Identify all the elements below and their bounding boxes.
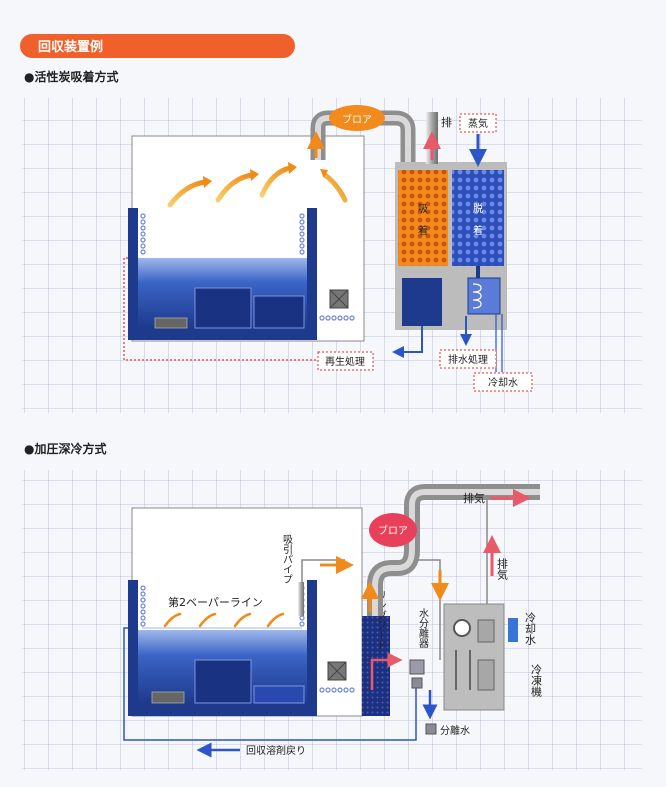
tank2-bottom-coil xyxy=(319,687,355,693)
condenser-2 xyxy=(477,619,495,643)
adsorb-bed xyxy=(398,170,448,266)
tank1-right-wall xyxy=(307,208,317,340)
desorb-label-2: 着 xyxy=(473,224,483,237)
suction-line xyxy=(301,559,345,582)
fume-arrows-1 xyxy=(167,165,348,208)
separated-water-tank xyxy=(425,723,437,735)
tank2-inner-box-1 xyxy=(194,659,252,704)
ring-hood-flow xyxy=(370,652,403,690)
cooling-label-1: 冷却水 xyxy=(488,376,518,389)
tank2-left-wall xyxy=(128,580,138,716)
compressor-icon xyxy=(453,619,471,637)
regen-flow xyxy=(392,326,423,358)
refrigeration-unit xyxy=(443,603,505,711)
desorb-bed xyxy=(452,170,504,266)
tank1-cooling-coils xyxy=(140,213,305,255)
section1-title: ●活性炭吸着方式 xyxy=(24,70,119,84)
return-label: 回収溶剤戻り xyxy=(246,744,306,757)
separated-water-label: 分離水 xyxy=(440,724,470,737)
tank1-workpiece xyxy=(154,317,188,329)
refrigerator-label: 冷凍機 xyxy=(530,664,543,698)
blower-2 xyxy=(369,513,417,547)
condenser-coil-1 xyxy=(472,283,482,309)
tank1-inner-box-1 xyxy=(194,287,252,329)
suction-pipe xyxy=(298,582,304,616)
page-title: 回収装置例 xyxy=(38,40,104,55)
adsorb-label-1: 吸 xyxy=(418,204,428,215)
return-line xyxy=(123,627,417,741)
steam-label: 蒸気 xyxy=(468,117,488,130)
condenser-1 xyxy=(467,277,501,315)
regen-label: 再生処理 xyxy=(325,355,365,368)
fume-arrowheads-1 xyxy=(203,162,328,188)
blower-1-label: ブロア xyxy=(342,113,372,126)
ring-hood xyxy=(362,616,390,716)
desorb-label-1: 脱 xyxy=(473,202,483,215)
tank1-inner-box-2 xyxy=(253,295,305,329)
exhaust-side-label: 排気 xyxy=(496,557,509,581)
tank1-left-wall xyxy=(128,208,138,340)
tank2-bottom xyxy=(128,703,317,716)
recovery-tank-1 xyxy=(402,278,442,326)
exhaust-top-label: 排気 xyxy=(463,491,485,505)
cooling-water-block xyxy=(508,618,518,642)
cooling-label-2: 冷却水 xyxy=(524,612,537,645)
tank1-fan-cross xyxy=(329,289,349,309)
tank1-bottom-coil xyxy=(319,315,355,321)
steam-box xyxy=(459,113,497,133)
tank2-inner-box-2 xyxy=(253,685,305,704)
drain-label: 排水処理 xyxy=(448,353,488,366)
evaporator-2 xyxy=(477,659,495,691)
cooling-box-1 xyxy=(473,372,533,392)
blower-2-label: ブロア xyxy=(378,524,408,537)
adsorb-label-2: 着 xyxy=(418,224,428,237)
tank2-right-wall xyxy=(307,580,317,716)
regen-loop xyxy=(123,257,318,361)
blower-to-separator-line xyxy=(416,559,441,660)
exhaust-label-1: 排 xyxy=(441,115,452,129)
drain-box xyxy=(439,349,497,369)
tank2-workpiece xyxy=(151,691,185,704)
vapor-line-label: 第2ベーパーライン xyxy=(168,595,263,609)
suction-pipe-label: 吸引パイプ xyxy=(281,534,293,584)
section2-title: ●加圧深冷方式 xyxy=(24,442,107,456)
separator-label: 水分離器 xyxy=(417,608,429,649)
title-banner xyxy=(20,34,295,58)
water-separator xyxy=(409,659,425,675)
vapor-line-arrows xyxy=(163,612,285,628)
tank1-bottom xyxy=(128,328,317,340)
blower-1 xyxy=(329,105,385,131)
regen-box xyxy=(317,351,374,371)
